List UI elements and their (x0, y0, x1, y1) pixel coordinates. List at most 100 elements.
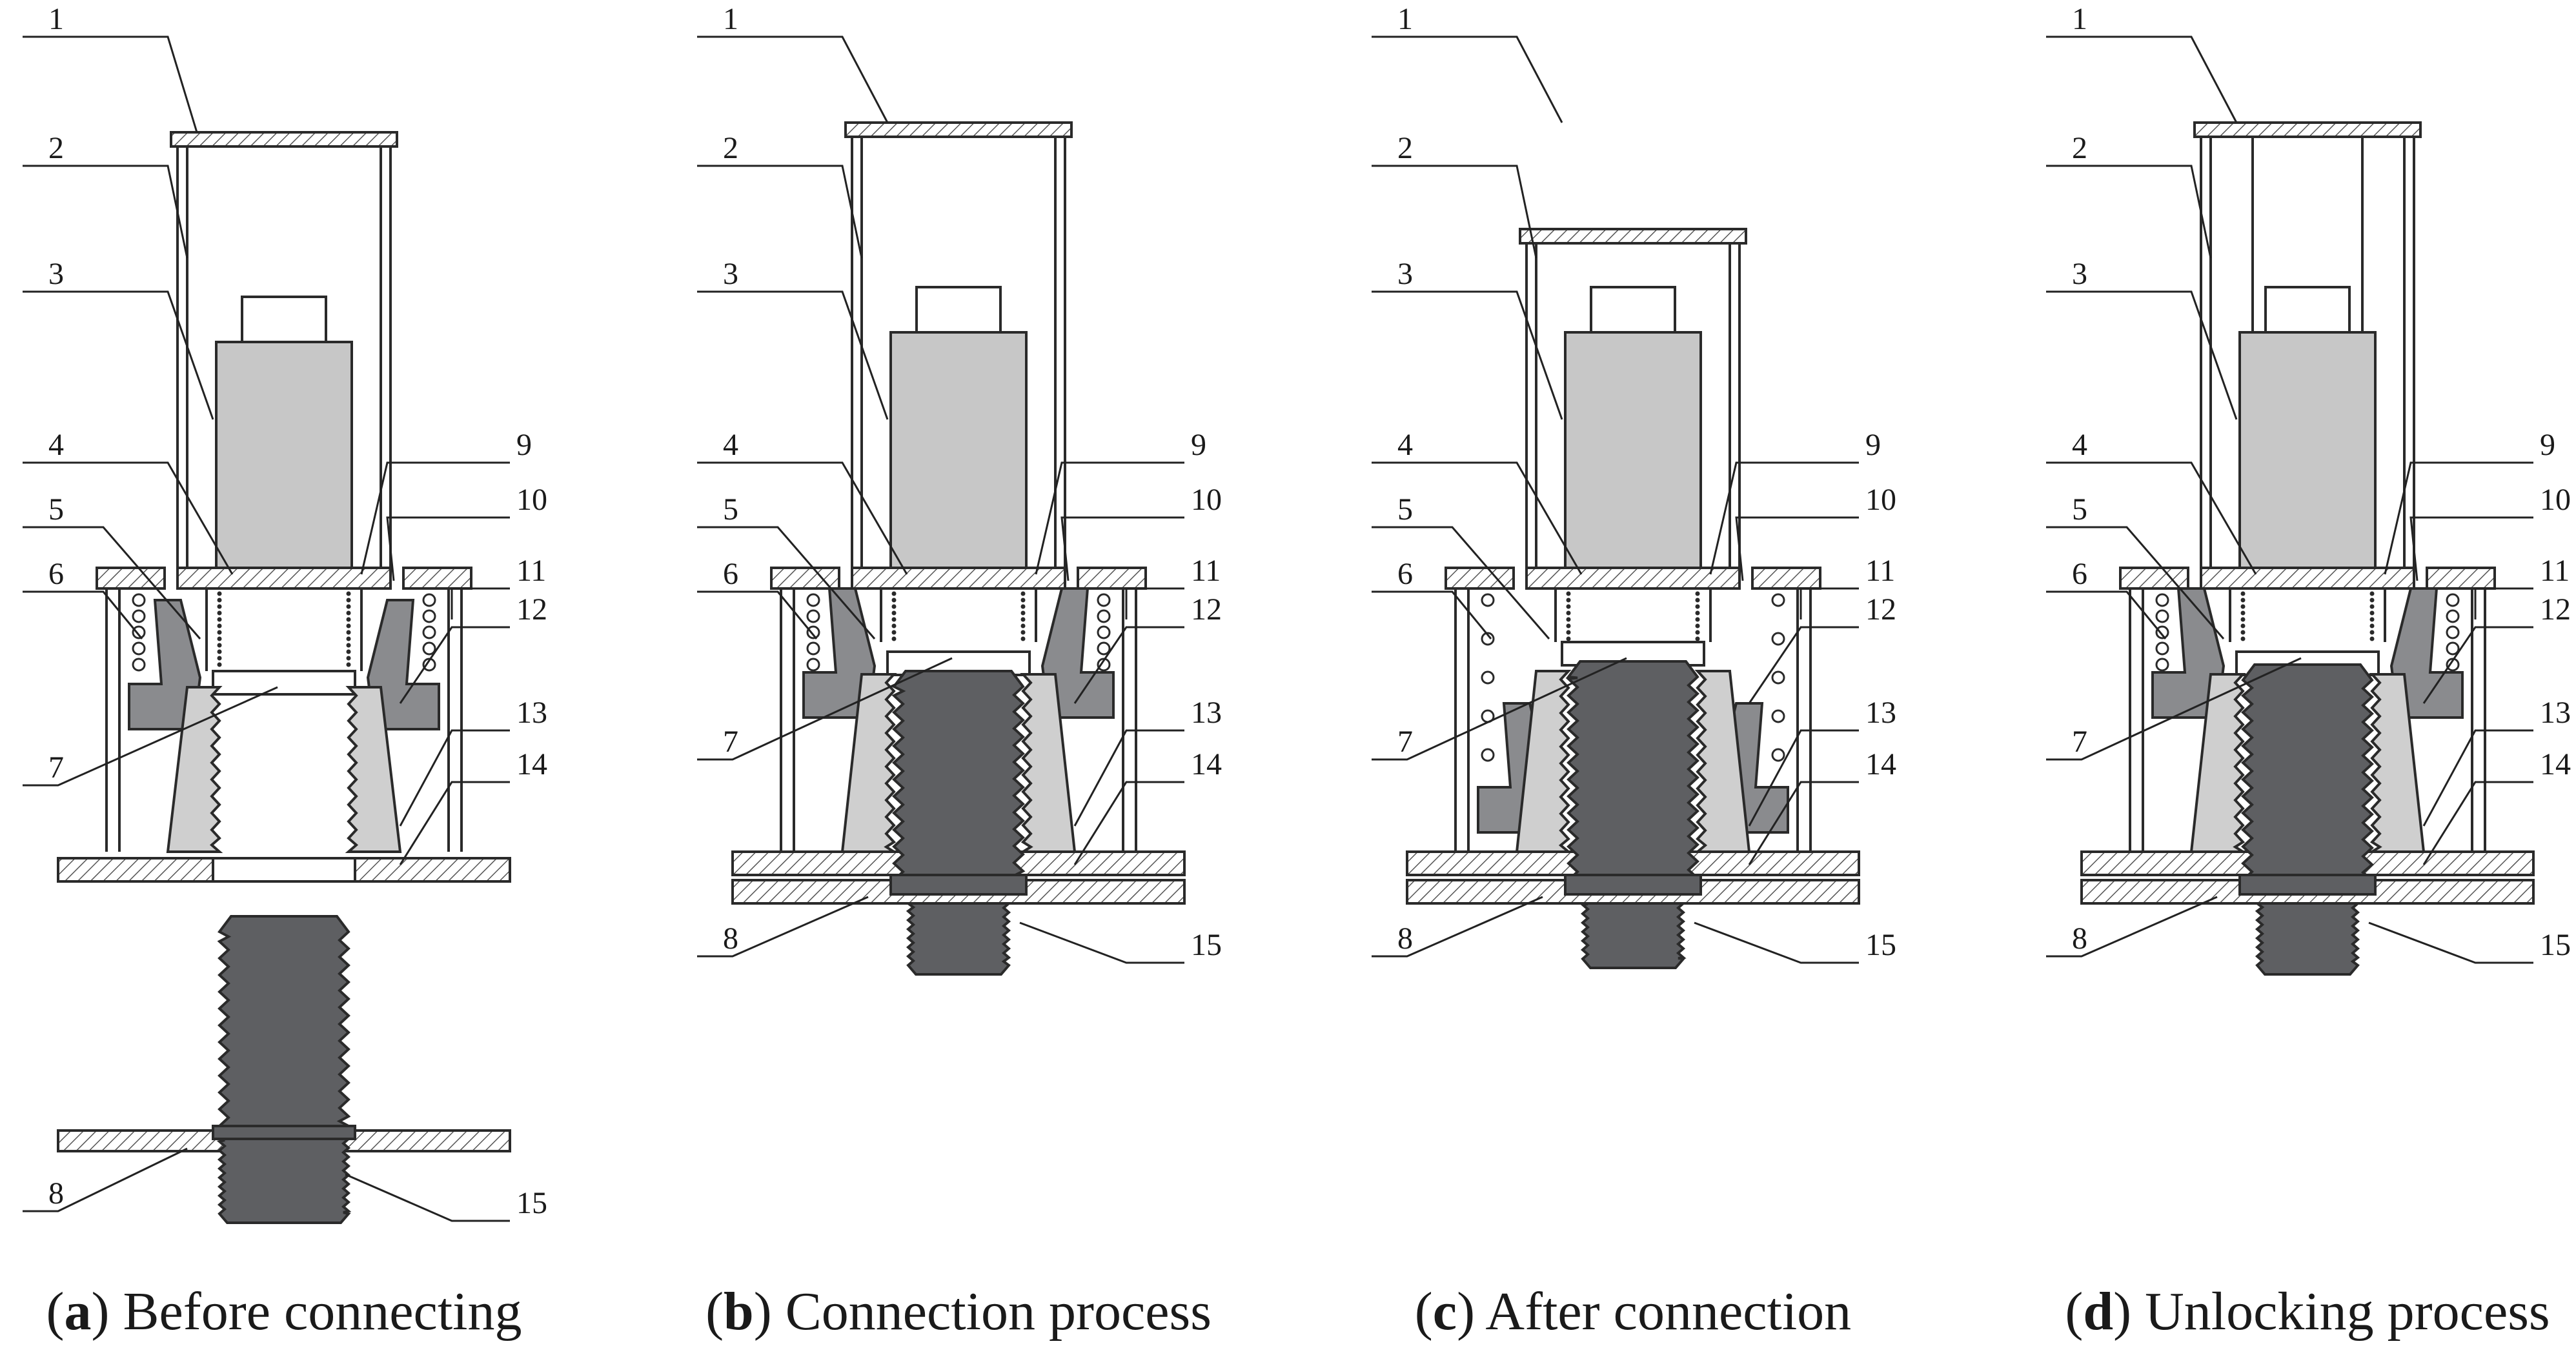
part-label-11: 11 (1865, 554, 1895, 588)
spring-coil-4 (2240, 604, 2246, 609)
spring-coil-4 (217, 610, 222, 616)
leader-line (360, 461, 510, 575)
part-label-10: 10 (516, 483, 547, 517)
part-label-12: 12 (1191, 592, 1222, 627)
spring-coil-4 (891, 591, 897, 596)
leader-line (697, 290, 889, 420)
leader-line (23, 165, 188, 259)
outer-spring-6 (806, 641, 820, 656)
outer-spring-6 (2155, 625, 2169, 639)
spring-coil-4 (1566, 598, 1571, 603)
spring-coil-9 (1695, 598, 1700, 603)
spring-coil-9 (2369, 617, 2375, 622)
spring-coil-4 (217, 643, 222, 648)
spring-coil-9 (346, 649, 351, 654)
spring-coil-4 (1566, 604, 1571, 609)
clamp-cone-left-13 (2189, 673, 2247, 853)
leader-line (1372, 165, 1537, 259)
leader-line (697, 35, 889, 123)
part-label-15: 15 (516, 1186, 547, 1220)
outer-spring-6 (806, 625, 820, 639)
part-label-7: 7 (48, 750, 64, 785)
motor-body (215, 341, 353, 579)
bolt-thread-15 (904, 902, 1013, 976)
part-label-5: 5 (723, 492, 738, 527)
spring-coil-4 (2240, 591, 2246, 596)
outer-spring-6 (1097, 625, 1111, 639)
spring-coil-4 (891, 617, 897, 622)
spring-coil-4 (1566, 617, 1571, 622)
leader-line (2046, 526, 2225, 639)
spring-coil-9 (1695, 623, 1700, 628)
part-label-7: 7 (723, 725, 738, 759)
panel-caption-text: After connection (1475, 1282, 1851, 1342)
spring-coil-9 (2369, 604, 2375, 609)
outer-spring-6 (2446, 609, 2460, 623)
spring-coil-4 (217, 649, 222, 654)
part-label-11: 11 (2540, 554, 2570, 588)
outer-spring-6 (1097, 593, 1111, 607)
part-label-14: 14 (1191, 747, 1222, 781)
part-label-8: 8 (1397, 921, 1413, 956)
leader-line (345, 1173, 510, 1222)
panel-caption: (c) After connection (1415, 1282, 1851, 1342)
leader-line (23, 461, 234, 575)
part-label-3: 3 (2072, 257, 2087, 291)
leader-line (1372, 896, 1543, 958)
outer-spring-6 (132, 641, 146, 656)
part-label-14: 14 (2540, 747, 2571, 781)
spring-coil-9 (2369, 610, 2375, 616)
spring-coil-4 (2240, 636, 2246, 641)
base-hole (212, 857, 356, 883)
outer-spring-6 (2155, 658, 2169, 672)
part-label-10: 10 (2540, 483, 2571, 517)
latch-left-5 (128, 599, 202, 730)
center-plate (1525, 567, 1741, 590)
outer-spring-6 (132, 593, 146, 607)
panel-caption: (b) Connection process (705, 1282, 1212, 1342)
spring-coil-9 (346, 604, 351, 609)
leader-line (1073, 781, 1184, 865)
part-label-2: 2 (723, 131, 738, 165)
latch-left-5 (2151, 587, 2226, 719)
part-label-15: 15 (1191, 928, 1222, 962)
side-plate-right (2426, 567, 2496, 590)
part-label-7: 7 (1397, 725, 1413, 759)
spring-coil-4 (2240, 598, 2246, 603)
spring-coil-4 (1566, 591, 1571, 596)
outer-spring-6 (1481, 670, 1495, 685)
side-plate-right (402, 567, 472, 590)
outer-spring-6 (1097, 609, 1111, 623)
spring-coil-9 (1020, 604, 1026, 609)
part-label-12: 12 (1865, 592, 1896, 627)
spring-coil-9 (1695, 636, 1700, 641)
bolt-flange (212, 1125, 356, 1140)
part-label-11: 11 (1191, 554, 1221, 588)
spring-coil-9 (1695, 617, 1700, 622)
outer-spring-6 (422, 641, 436, 656)
leader-line (1735, 516, 1859, 581)
bolt-flange (2238, 874, 2377, 896)
latch-right-12 (2389, 587, 2464, 719)
part-label-15: 15 (1865, 928, 1896, 962)
spring-coil-4 (2240, 610, 2246, 616)
part-label-3: 3 (1397, 257, 1413, 291)
spring-coil-4 (217, 598, 222, 603)
panel-letter: a (64, 1282, 91, 1342)
leader-line (2046, 165, 2212, 259)
top-plate (170, 131, 398, 148)
outer-spring-6 (1097, 641, 1111, 656)
panel-caption-text: Connection process (772, 1282, 1212, 1342)
leader-line (2474, 587, 2533, 619)
leader-line (2384, 461, 2533, 575)
leader-line (2368, 921, 2533, 964)
part-label-9: 9 (516, 428, 532, 462)
bolt-thread-15 (1579, 902, 1687, 969)
spring-coil-4 (217, 662, 222, 667)
motor-cap (915, 286, 1002, 334)
panel-caption-text: Unlocking process (2131, 1282, 2550, 1342)
spring-coil-9 (1020, 610, 1026, 616)
